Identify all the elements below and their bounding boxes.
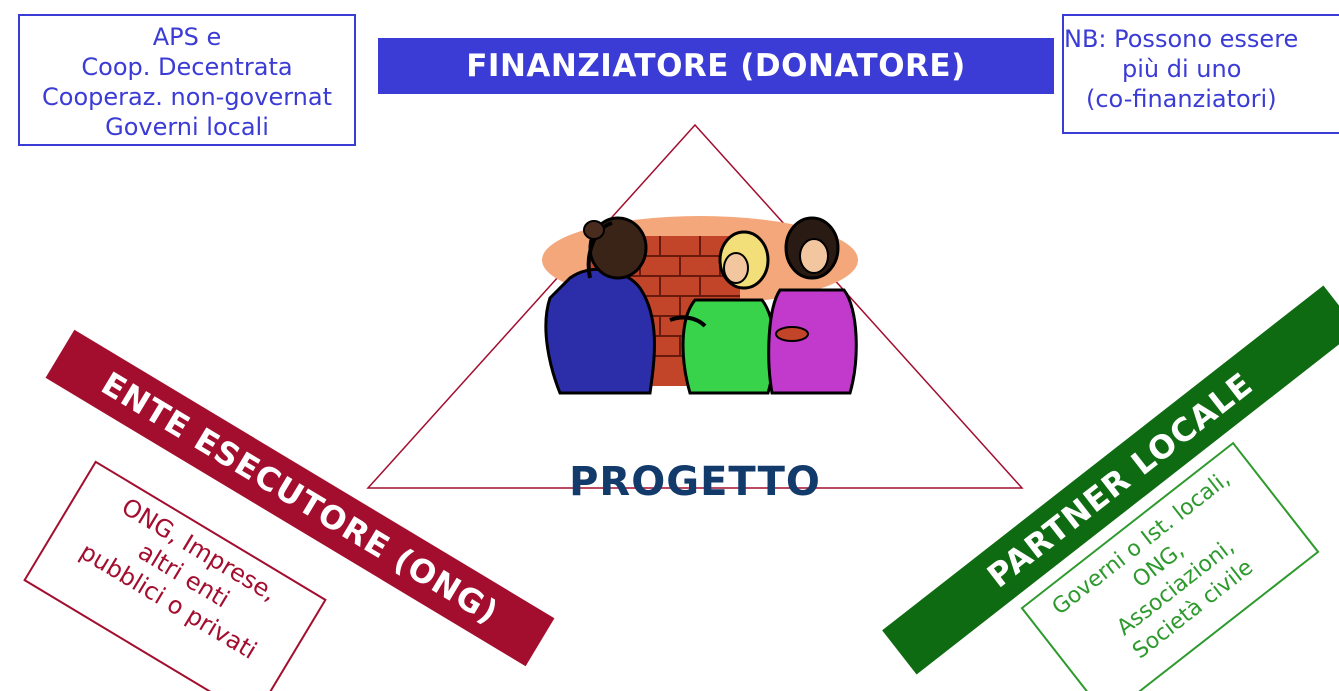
woman-magenta-icon bbox=[767, 216, 858, 395]
funder-type-line: Coop. Decentrata bbox=[81, 53, 293, 81]
funder-type-line: Governi locali bbox=[105, 113, 269, 141]
funder-banner: FINANZIATORE (DONATORE) bbox=[378, 38, 1054, 94]
cofunder-note-box: NB: Possono essere più di uno (co-finanz… bbox=[1062, 14, 1339, 134]
note-line: (co-finanziatori) bbox=[1086, 85, 1277, 113]
note-line: NB: Possono essere bbox=[1064, 25, 1299, 53]
funder-type-line: APS e bbox=[152, 23, 222, 51]
people-building-wall-illustration bbox=[542, 216, 858, 395]
woman-green-icon bbox=[669, 230, 776, 395]
note-line: più di uno bbox=[1122, 55, 1242, 83]
man-worker-icon bbox=[544, 216, 656, 395]
funder-types-box: APS e Coop. Decentrata Cooperaz. non-gov… bbox=[18, 14, 356, 146]
local-partner-types-box: Governi o Ist. locali, ONG, Associazioni… bbox=[1020, 441, 1320, 691]
project-label: PROGETTO bbox=[569, 459, 821, 505]
funder-type-line: Cooperaz. non-governat bbox=[42, 83, 332, 111]
